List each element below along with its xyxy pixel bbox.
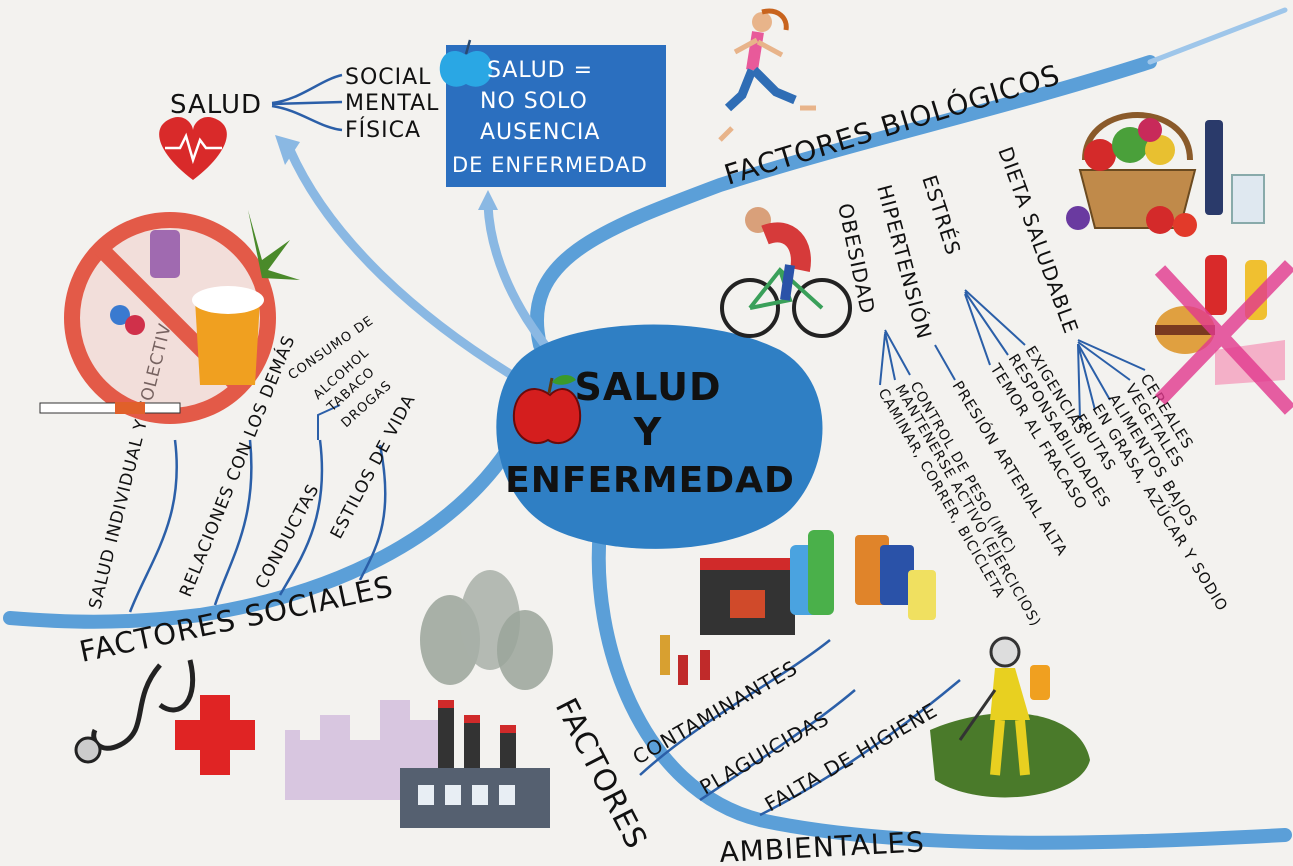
- branches: [3, 7, 1292, 850]
- heart-icon: [159, 117, 227, 180]
- ambientales-title-part2: AMBIENTALES: [719, 825, 926, 866]
- bio-group-obesidad: OBESIDAD: [833, 201, 880, 316]
- branch-biologicos: [529, 55, 1157, 352]
- ambientales-item-higiene: FALTA DE HIGIENE: [761, 698, 942, 816]
- no-drugs-icon: [39, 210, 300, 424]
- salud-node: SALUD SOCIAL MENTAL FÍSICA: [159, 65, 439, 180]
- estres-connector: [964, 289, 1026, 366]
- apple-icon: [512, 375, 582, 445]
- center-title-line3: ENFERMEDAD: [505, 460, 795, 501]
- branch-biologicos-tail: [1147, 7, 1288, 65]
- chemicals-icon: [660, 530, 936, 685]
- red-cross-icon: [175, 695, 255, 775]
- center-title-line2: Y: [633, 410, 663, 454]
- salud-item-fisica: FÍSICA: [345, 117, 421, 143]
- definition-node: SALUD = NO SOLO AUSENCIA DE ENFERMEDAD: [439, 39, 666, 187]
- food-basket-icon: [1066, 112, 1265, 237]
- branch-salud: [285, 145, 525, 385]
- definition-line4: DE ENFERMEDAD: [452, 153, 648, 177]
- ambientales-node: FACTORES AMBIENTALES CONTAMINANTES PLAGU…: [548, 639, 961, 866]
- hipertension-connector: [934, 344, 956, 381]
- center-blob: [496, 324, 823, 549]
- fumigator-icon: [930, 636, 1090, 798]
- cyclist-icon: [720, 207, 852, 338]
- center-node: SALUD Y ENFERMEDAD: [496, 324, 823, 549]
- branch-sociales: [3, 423, 527, 629]
- center-title-line1: SALUD: [574, 365, 721, 409]
- sociales-item-conductas: CONDUCTAS: [252, 481, 324, 593]
- ambientales-item-connectors: [639, 639, 961, 817]
- salud-item-mental: MENTAL: [345, 91, 439, 116]
- sociales-item-connectors: [128, 439, 387, 613]
- runner-icon: [718, 8, 816, 142]
- definition-line2: NO SOLO: [480, 89, 588, 114]
- stethoscope-icon: [74, 659, 196, 764]
- factory-icon: [285, 570, 553, 828]
- bio-group-dieta: DIETA SALUDABLE: [993, 144, 1083, 338]
- dieta-connector: [1077, 339, 1146, 421]
- salud-title: SALUD: [170, 90, 262, 120]
- salud-connectors: [271, 73, 343, 132]
- definition-line3: AUSENCIA: [480, 120, 600, 145]
- salud-item-social: SOCIAL: [345, 65, 431, 90]
- obesidad-connector: [879, 329, 911, 386]
- arrow-salud: [275, 135, 300, 165]
- arrow-definicion: [478, 190, 498, 210]
- junk-food-icon: [1154, 255, 1293, 415]
- sociales-item-estilos: ESTILOS DE VIDA: [327, 391, 420, 542]
- apple-icon-blue: [439, 39, 493, 87]
- branch-definicion: [483, 200, 550, 350]
- bio-group-estres: ESTRÉS: [917, 172, 965, 258]
- consumo-arrow: [317, 404, 341, 440]
- definition-line1: SALUD =: [487, 58, 593, 83]
- branch-ambientales: [591, 523, 1292, 850]
